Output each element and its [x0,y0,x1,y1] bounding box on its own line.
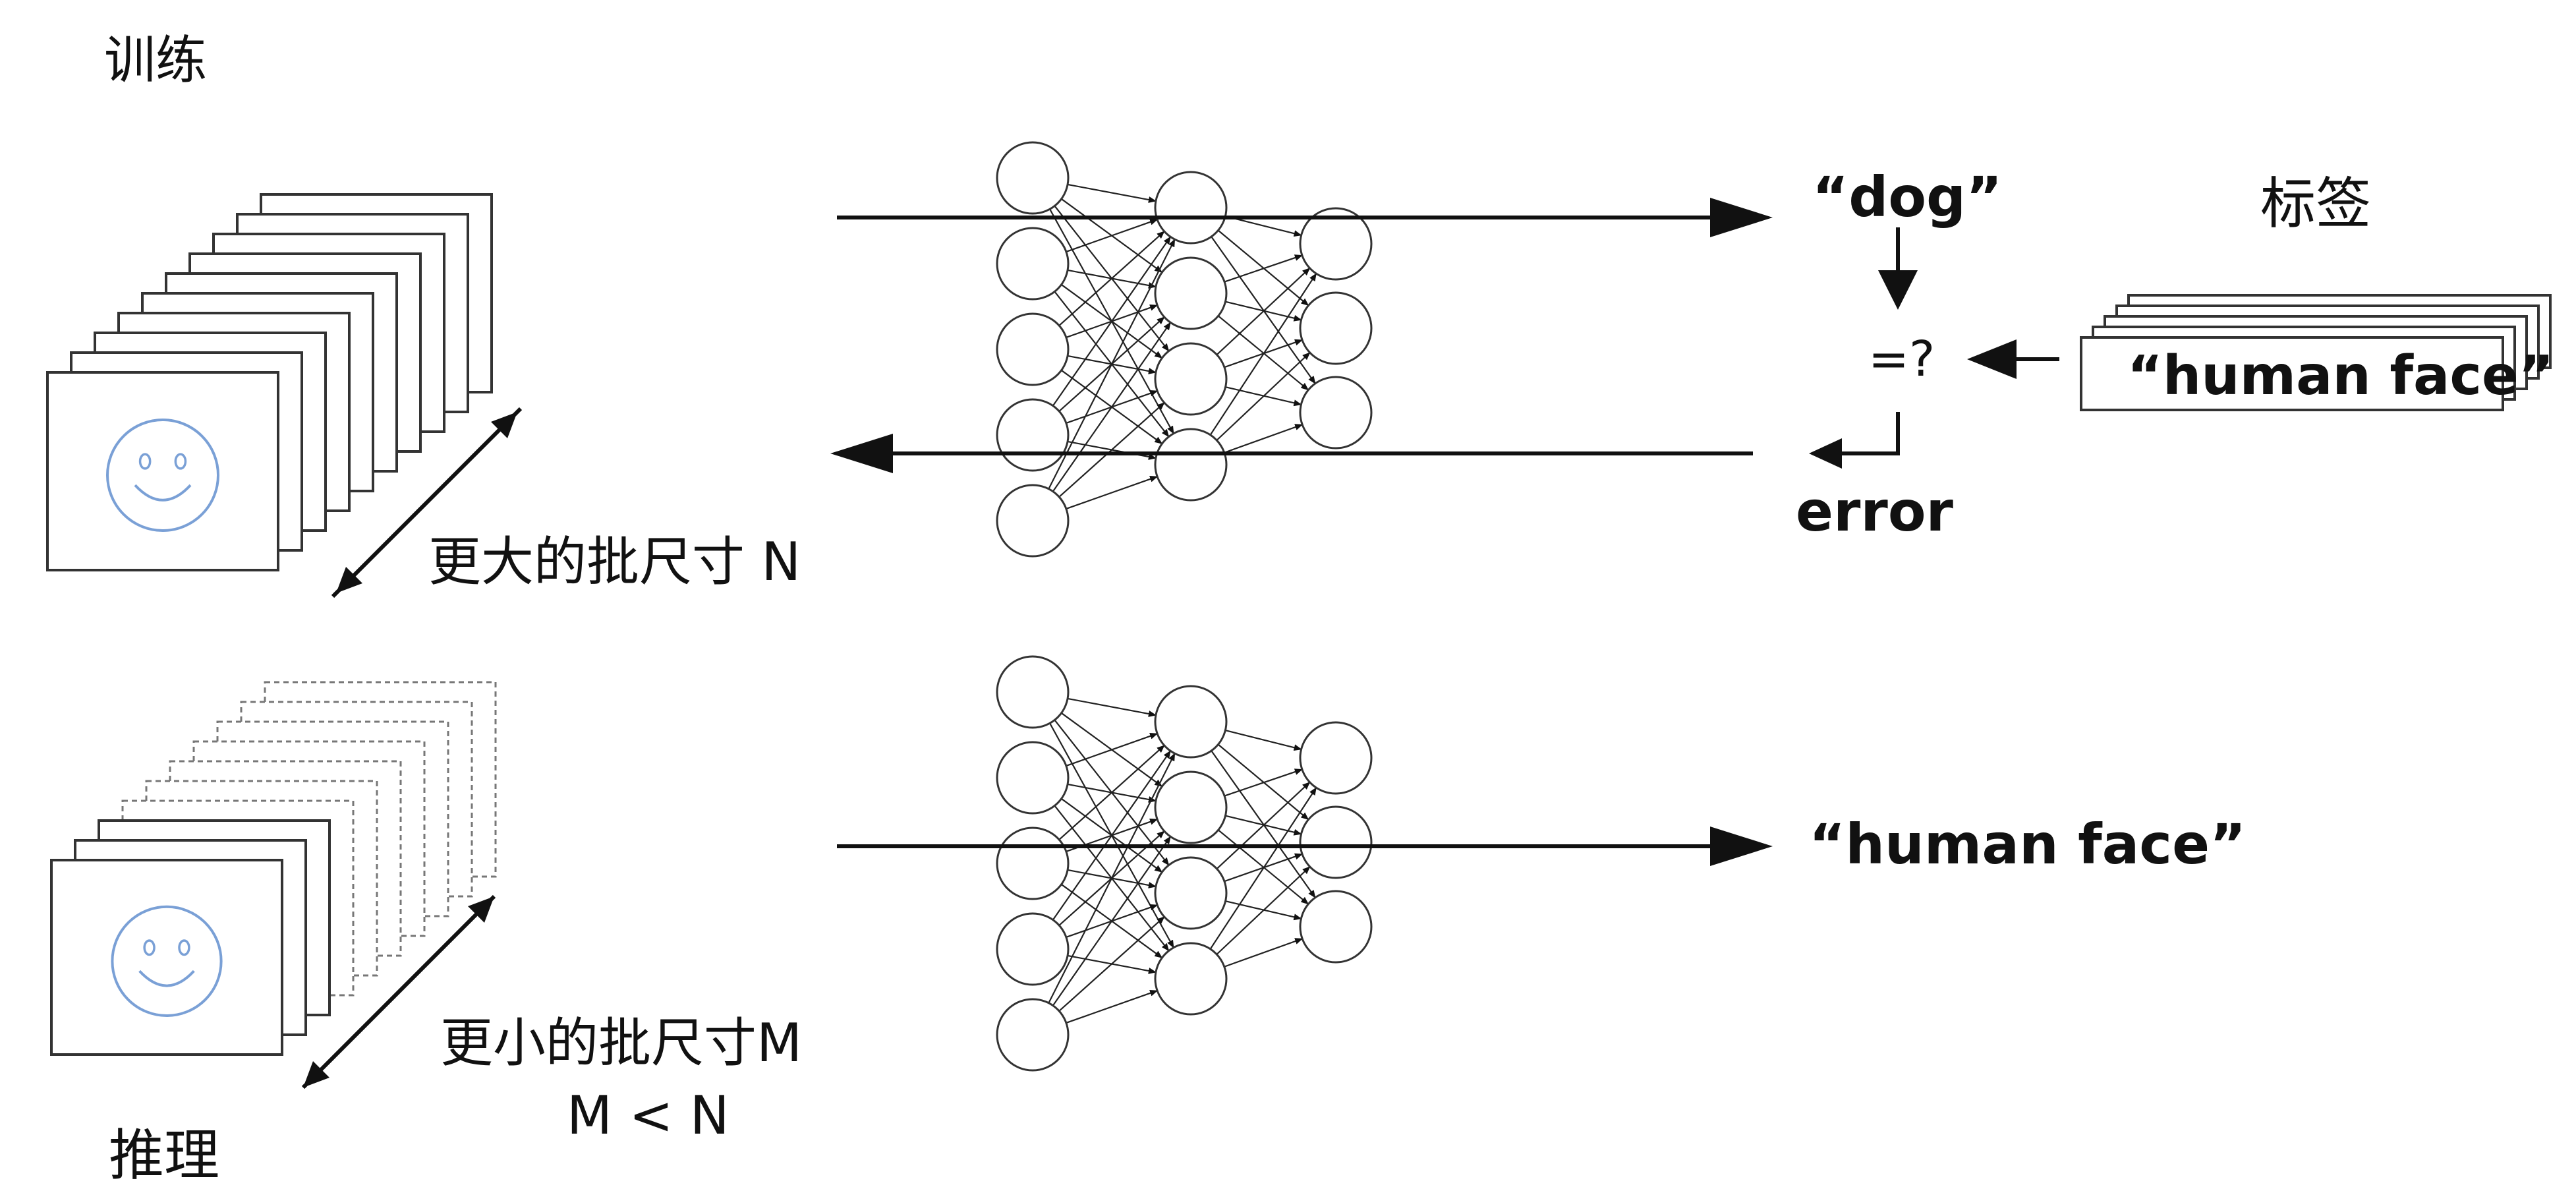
compare-symbol: =? [1868,331,1935,388]
network-neuron [996,826,1070,900]
network-edge [1058,231,1165,326]
network-edge [1066,218,1159,253]
network-neuron [1299,805,1373,879]
network-neuron [1299,890,1373,964]
network-edge [1225,730,1302,751]
inference-batch-size-label: 更小的批尺寸M [440,1012,802,1074]
network-edge [1216,352,1311,441]
inference-section-label: 推理 [109,1123,219,1188]
inference-neural-network [996,655,1373,1072]
inference-forward-arrow [837,826,1773,866]
image-frame [46,371,279,571]
network-edge [1052,836,1172,1006]
network-edge [1066,475,1159,510]
network-edge [1224,938,1303,968]
error-label: error [1796,479,1954,544]
network-neuron [996,998,1070,1072]
network-neuron [1154,856,1228,930]
label-to-compare-arrow [1967,339,2059,379]
training-batch-size-label: 更大的批尺寸 N [428,531,801,593]
network-neuron [1154,685,1228,759]
network-neuron [1154,342,1228,416]
network-edge [1052,236,1172,407]
inference-batch-size-relation: M < N [567,1085,730,1146]
network-edge [1224,254,1303,283]
dog-to-compare-arrow [1878,227,1918,310]
network-edge [1058,402,1165,498]
network-edge [1066,989,1159,1024]
network-edge [1216,268,1311,355]
network-edge [1224,424,1303,453]
network-neuron [1299,207,1373,281]
network-neuron [1299,721,1373,795]
network-edge [1048,239,1176,490]
network-edge [1048,753,1176,1004]
network-edge [1066,732,1159,767]
inference-image-batch [50,681,497,1056]
training-forward-arrow [837,198,1773,237]
smiley-face-icon [106,419,219,532]
network-edge [1224,768,1303,797]
network-edge [1067,697,1157,717]
network-neuron [996,484,1070,558]
network-edge [1052,750,1172,921]
training-neural-network [996,141,1373,558]
network-edge [1058,916,1165,1012]
training-batch-size-arrow [331,407,523,598]
network-neuron [996,227,1070,301]
network-neuron [1154,942,1228,1016]
network-neuron [1154,256,1228,330]
network-neuron [1154,428,1228,502]
inference-output-label: “human face” [1809,812,2246,877]
image-frame [50,859,283,1056]
network-neuron [1154,770,1228,844]
network-neuron [996,141,1070,215]
network-neuron [996,655,1070,729]
training-output-dog: “dog” [1812,165,2002,229]
training-section-label: 训练 [104,31,207,90]
training-backward-arrow [830,434,1753,473]
ground-truth-label: “human face” [2127,345,2554,407]
smiley-face-icon [111,905,223,1018]
network-neuron [996,912,1070,986]
compare-to-error-arrow [1809,412,1900,469]
network-neuron [1154,171,1228,245]
inference-batch-size-arrow [301,894,496,1089]
network-edge [1216,866,1311,955]
network-neuron [996,741,1070,815]
network-neuron [1299,291,1373,365]
labels-heading: 标签 [2260,171,2371,236]
network-connections [1048,183,1317,510]
network-edge [1052,322,1172,492]
label-card [2080,336,2504,411]
training-image-batch [46,193,493,571]
network-edge [1216,782,1311,869]
network-edge [1067,183,1157,203]
ground-truth-label-stack [2080,294,2552,411]
network-neuron [996,398,1070,472]
network-edge [1058,745,1165,840]
network-edge [1209,787,1317,950]
network-neuron [1299,376,1373,450]
network-connections [1048,697,1317,1024]
network-edge [1209,273,1317,436]
network-neuron [996,312,1070,386]
